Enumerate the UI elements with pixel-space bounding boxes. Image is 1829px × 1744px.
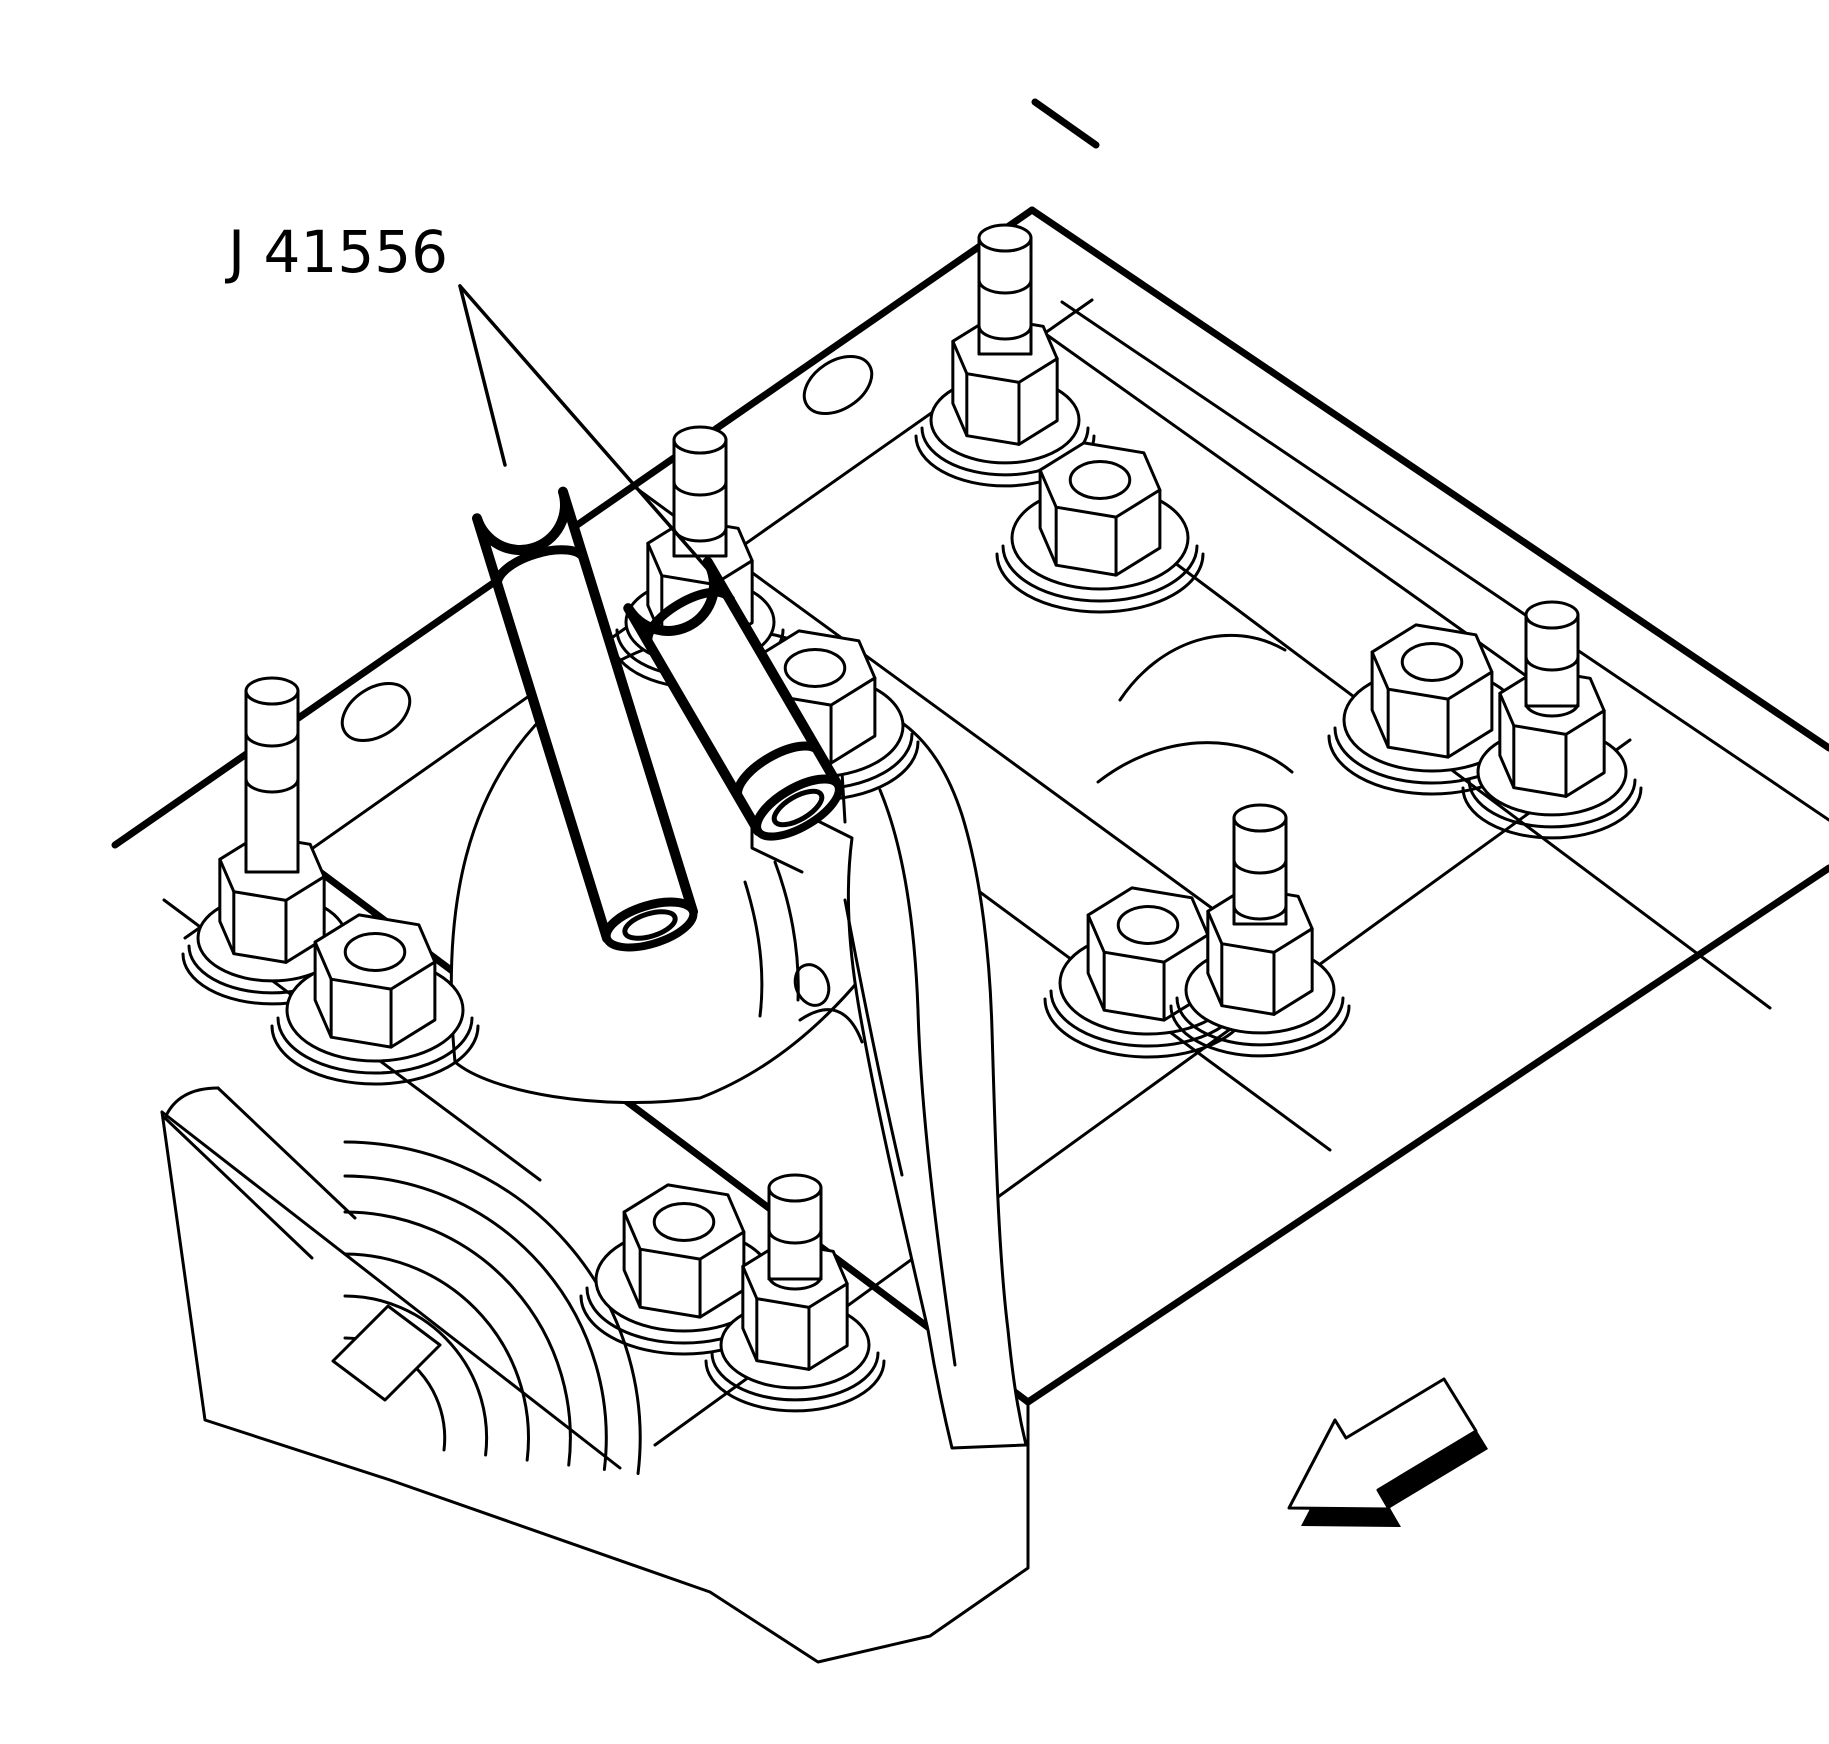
cap-a-right-flanged-nut — [579, 1183, 789, 1356]
cap-a-flanged-nut — [270, 913, 480, 1086]
cap-c-right-flanged-nut — [1327, 623, 1537, 796]
tool-label: J 41556 — [225, 218, 448, 286]
cap-c-right-stud — [1461, 600, 1643, 840]
guide-pin-left — [472, 486, 698, 952]
cap-c-flanged-nut — [995, 441, 1205, 614]
rail-oval-hole — [802, 355, 874, 415]
rail-oval-hole — [340, 682, 412, 742]
bearing-cap-fasteners — [181, 223, 1643, 1413]
cap-a-stud — [181, 676, 363, 1006]
cap-b-right-stud — [1169, 803, 1351, 1058]
guide-pin-right — [623, 556, 843, 841]
crankshaft-snout — [163, 1086, 642, 1476]
illustration-drawing — [111, 98, 1829, 1664]
direction-arrow-icon — [1287, 1377, 1488, 1527]
label-leader-lines — [458, 284, 735, 600]
connecting-rod — [743, 718, 1028, 1450]
cap-a-right-stud — [704, 1173, 886, 1413]
cap-c-stud — [914, 223, 1096, 488]
